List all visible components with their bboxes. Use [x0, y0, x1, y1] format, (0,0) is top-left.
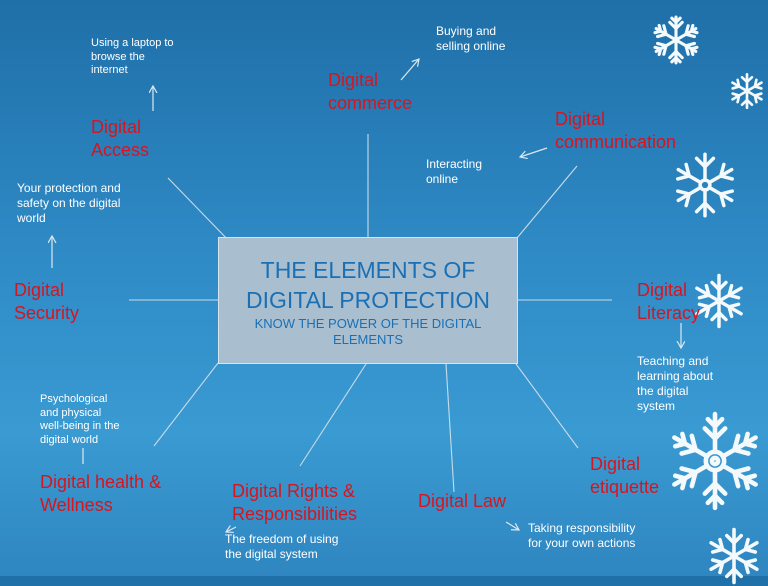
arrow-law	[505, 521, 519, 530]
diagram-title: THE ELEMENTS OF DIGITAL PROTECTION	[245, 257, 491, 313]
connector-etiquette	[515, 363, 579, 449]
arrow-communication	[520, 147, 548, 157]
element-literacy-description: Teaching and learning about the digital …	[637, 354, 714, 413]
element-security-description: Your protection and safety on the digita…	[17, 181, 121, 225]
connector-law	[445, 363, 455, 493]
element-commerce-description: Buying and selling online	[436, 24, 506, 53]
element-health-label: Digital health & Wellness	[40, 472, 162, 515]
element-literacy-label: Digital Literacy	[637, 280, 701, 323]
connector-communication	[511, 165, 578, 245]
snowflake-icon	[672, 152, 738, 218]
center-box: THE ELEMENTS OF DIGITAL PROTECTION KNOW …	[218, 237, 518, 364]
element-law-description: Taking responsibility for your own actio…	[528, 521, 636, 550]
element-access-description: Using a laptop to browse the internet	[91, 37, 174, 76]
element-security-label: Digital Security	[14, 280, 80, 323]
element-health-description: Psychological and physical well-being in…	[40, 393, 120, 446]
snowflake-icon	[728, 72, 766, 110]
element-access-label: Digital Access	[91, 117, 150, 160]
diagram-subtitle: KNOW THE POWER OF THE DIGITAL ELEMENTS	[254, 316, 482, 347]
element-commerce-label: Digital commerce	[328, 70, 413, 113]
element-communication-label: Digital communication	[555, 109, 677, 152]
snowflake-icon	[651, 15, 701, 65]
arrow-commerce	[400, 59, 419, 81]
snowflake-icon	[691, 273, 747, 329]
snowflake-icon	[705, 527, 763, 585]
connector-rights	[299, 363, 367, 467]
snowflake-icon	[664, 411, 766, 512]
element-rights-description: The freedom of using the digital system	[225, 532, 339, 561]
element-law-label: Digital Law	[418, 491, 507, 511]
connector-access	[167, 177, 233, 245]
arrow-rights	[226, 527, 237, 532]
connector-health	[153, 362, 219, 447]
element-communication-description: Interacting online	[426, 157, 483, 186]
element-rights-label: Digital Rights & Responsibilities	[232, 481, 358, 524]
element-etiquette-label: Digital etiquette	[590, 454, 660, 497]
